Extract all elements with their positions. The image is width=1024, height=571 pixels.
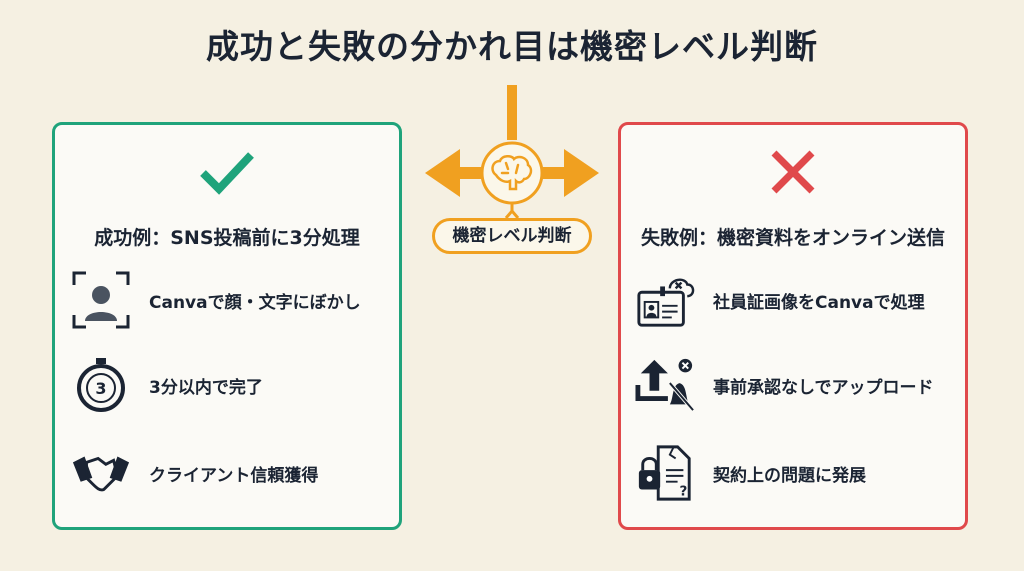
list-item: 社員証画像をCanvaで処理	[635, 270, 925, 330]
stopwatch-icon: 3	[71, 355, 131, 415]
cross-icon	[621, 147, 965, 201]
failure-card: 失敗例：機密資料をオンライン送信 社員証画像をCanvaで処理 事前承認なしでア…	[618, 122, 968, 530]
arrows-icon	[425, 85, 599, 197]
brain-icon	[491, 155, 533, 191]
item-text: 社員証画像をCanvaで処理	[713, 292, 925, 313]
list-item: クライアント信頼獲得	[71, 443, 318, 503]
locked-broken-document-icon: ?	[635, 443, 695, 503]
item-text: Canvaで顔・文字にぼかし	[149, 292, 361, 313]
id-card-cloud-icon	[635, 270, 695, 330]
upload-no-notify-icon	[635, 355, 695, 415]
handshake-icon	[71, 443, 131, 503]
blurred-face-icon	[71, 270, 131, 330]
item-text: 契約上の問題に発展	[713, 465, 866, 486]
checkmark-icon	[55, 147, 399, 201]
list-item: ? 契約上の問題に発展	[635, 443, 866, 503]
decision-hub	[420, 85, 604, 265]
page-title: 成功と失敗の分かれ目は機密レベル判断	[206, 27, 818, 66]
decision-label: 機密レベル判断	[432, 218, 592, 254]
item-text: クライアント信頼獲得	[149, 465, 319, 486]
svg-text:?: ?	[680, 483, 688, 499]
item-text: 3分以内で完了	[149, 377, 263, 398]
list-item: Canvaで顔・文字にぼかし	[71, 270, 361, 330]
failure-heading: 失敗例：機密資料をオンライン送信	[640, 227, 945, 249]
list-item: 事前承認なしでアップロード	[635, 355, 934, 415]
item-text: 事前承認なしでアップロード	[713, 377, 934, 398]
list-item: 3 3分以内で完了	[71, 355, 263, 415]
svg-text:3: 3	[95, 379, 106, 398]
success-card: 成功例：SNS投稿前に3分処理 Canvaで顔・文字にぼかし 3 3分以内で完了…	[52, 122, 402, 530]
success-heading: 成功例：SNS投稿前に3分処理	[94, 227, 360, 249]
